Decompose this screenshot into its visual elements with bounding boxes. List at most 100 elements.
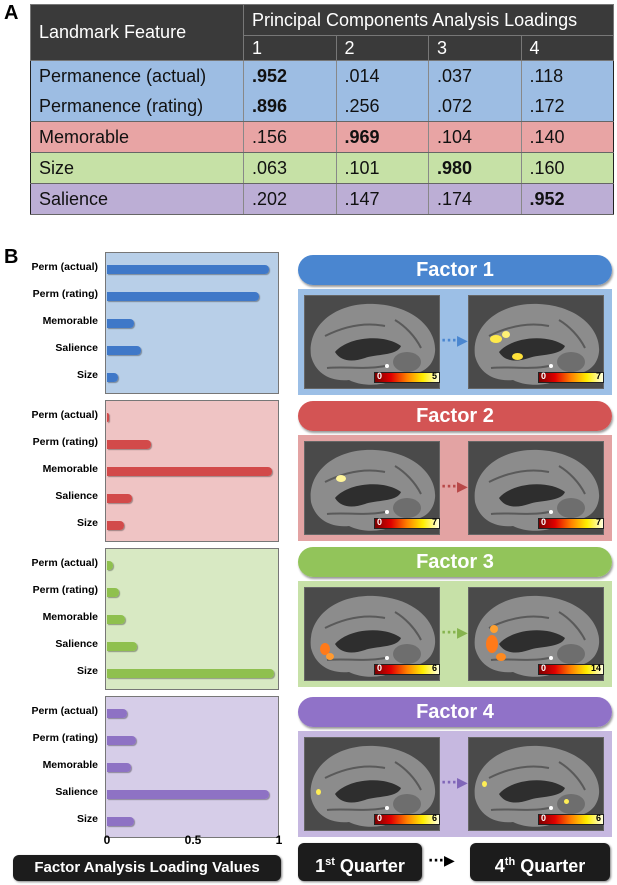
bar-row: Memorable bbox=[43, 611, 278, 626]
loading-cell: .174 bbox=[428, 183, 521, 215]
scale-max: 6 bbox=[431, 663, 437, 673]
bar bbox=[107, 319, 134, 328]
component-1-header: 1 bbox=[243, 35, 337, 61]
bar bbox=[107, 709, 128, 718]
scale-min: 0 bbox=[377, 371, 383, 381]
table-row: Permanence (rating).896.256.072.172 bbox=[30, 91, 614, 122]
transition-arrow-icon: ···▶ bbox=[441, 333, 468, 349]
loading-cell: .952 bbox=[243, 60, 336, 91]
loading-cell: .063 bbox=[243, 152, 336, 184]
fourth-quarter-number: 4 bbox=[494, 856, 505, 876]
scale-max: 6 bbox=[431, 813, 437, 823]
loading-cell: .160 bbox=[520, 152, 614, 184]
bar bbox=[107, 615, 125, 624]
first-quarter-label: 1st Quarter bbox=[298, 843, 422, 881]
scale-min: 0 bbox=[377, 517, 383, 527]
brain-right-image bbox=[468, 295, 604, 389]
bar-label: Perm (rating) bbox=[32, 584, 98, 596]
loading-cell: .147 bbox=[335, 183, 429, 215]
bar-row: Size bbox=[77, 369, 278, 384]
scale-min: 0 bbox=[541, 371, 547, 381]
bar-label: Salience bbox=[55, 342, 98, 354]
loadings-header: Principal Components Analysis Loadings bbox=[243, 4, 614, 36]
loading-cell: .118 bbox=[520, 60, 614, 91]
bar-row: Size bbox=[77, 517, 278, 532]
loading-cell: .072 bbox=[428, 91, 521, 122]
loading-cell: .172 bbox=[520, 91, 614, 122]
bar bbox=[107, 292, 260, 301]
loading-cell: .952 bbox=[520, 183, 614, 215]
bar-row: Perm (actual) bbox=[31, 557, 278, 572]
axis-tick-0: 0 bbox=[103, 833, 111, 847]
bar-row: Salience bbox=[55, 638, 278, 653]
loadings-table: Landmark Feature Principal Components An… bbox=[30, 4, 614, 215]
bar bbox=[107, 790, 269, 799]
bar bbox=[107, 736, 137, 745]
loading-cell: .969 bbox=[335, 121, 429, 153]
bar-row: Memorable bbox=[43, 463, 278, 478]
bar-label: Perm (rating) bbox=[32, 436, 98, 448]
bar-label: Size bbox=[76, 813, 98, 825]
bar-row: Perm (actual) bbox=[31, 705, 278, 720]
bar-row: Perm (actual) bbox=[31, 261, 278, 276]
loading-cell: .140 bbox=[520, 121, 614, 153]
bar-row: Perm (rating) bbox=[33, 732, 278, 747]
x-axis: 0 0.5 1 bbox=[103, 833, 283, 847]
bar-row: Memorable bbox=[43, 759, 278, 774]
bar bbox=[107, 561, 114, 570]
fourth-quarter-word: Quarter bbox=[515, 856, 586, 876]
axis-tick-1: 1 bbox=[275, 833, 283, 847]
fourth-quarter-suffix: th bbox=[504, 856, 516, 868]
loading-cell: .014 bbox=[335, 60, 429, 91]
feature-cell: Salience bbox=[30, 183, 244, 215]
scale-min: 0 bbox=[541, 663, 547, 673]
feature-header: Landmark Feature bbox=[30, 4, 244, 61]
bar-label: Memorable bbox=[42, 611, 98, 623]
bar-row: Memorable bbox=[43, 315, 278, 330]
bar-row: Salience bbox=[55, 786, 278, 801]
scale-min: 0 bbox=[377, 813, 383, 823]
bar-row: Perm (rating) bbox=[33, 584, 278, 599]
bar-label: Perm (rating) bbox=[32, 288, 98, 300]
transition-arrow-icon: ···▶ bbox=[441, 479, 468, 495]
brain-left-image bbox=[304, 737, 440, 831]
bar-row: Salience bbox=[55, 342, 278, 357]
loading-cell: .980 bbox=[428, 152, 521, 184]
scale-max: 7 bbox=[595, 371, 601, 381]
bar-row: Salience bbox=[55, 490, 278, 505]
bar-label: Memorable bbox=[42, 759, 98, 771]
factor-1-title: Factor 1 bbox=[298, 255, 612, 285]
table-row: Size.063.101.980.160 bbox=[30, 152, 614, 184]
bar-row: Perm (rating) bbox=[33, 436, 278, 451]
bar-label: Perm (actual) bbox=[31, 409, 98, 421]
loading-cell: .104 bbox=[428, 121, 521, 153]
bar-row: Size bbox=[77, 665, 278, 680]
panel-a-letter: A bbox=[4, 2, 19, 24]
component-2-header: 2 bbox=[335, 35, 429, 61]
scale-max: 7 bbox=[431, 517, 437, 527]
loading-cell: .037 bbox=[428, 60, 521, 91]
feature-cell: Permanence (rating) bbox=[30, 91, 244, 122]
component-3-header: 3 bbox=[428, 35, 522, 61]
feature-cell: Size bbox=[30, 152, 244, 184]
scale-max: 6 bbox=[595, 813, 601, 823]
bar bbox=[107, 521, 125, 530]
table-row: Permanence (actual) .952.014.037.118 bbox=[30, 60, 614, 91]
feature-cell: Permanence (actual) bbox=[39, 65, 207, 86]
quarter-arrow: ···▶ bbox=[428, 853, 455, 869]
bar-row: Perm (rating) bbox=[33, 288, 278, 303]
first-quarter-word: Quarter bbox=[334, 856, 405, 876]
